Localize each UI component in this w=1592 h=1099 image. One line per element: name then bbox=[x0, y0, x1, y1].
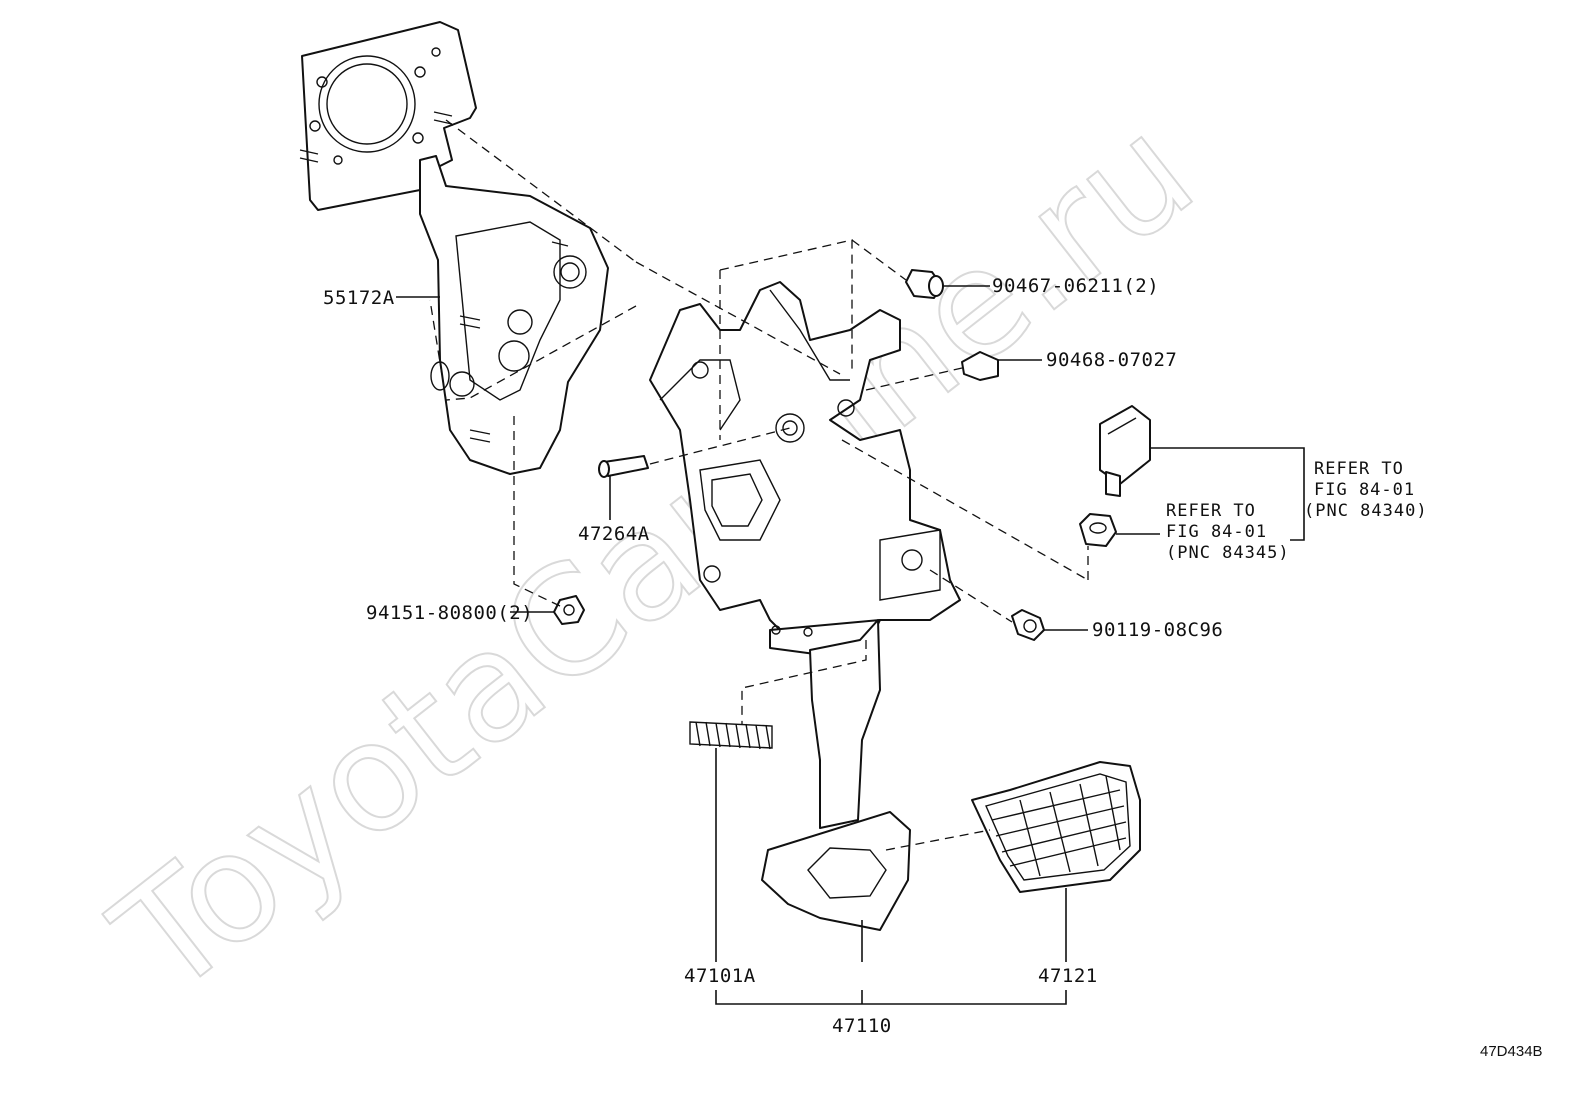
clip-small-icon[interactable] bbox=[961, 351, 999, 381]
bolt-icon[interactable] bbox=[1011, 609, 1045, 641]
label-94151-80800: 94151-80800(2) bbox=[366, 602, 533, 624]
reference-switch: REFER TO FIG 84-01 (PNC 84340) bbox=[1304, 459, 1428, 521]
label-47264a: 47264A bbox=[578, 523, 650, 545]
reference-cushion: REFER TO FIG 84-01 (PNC 84345) bbox=[1166, 501, 1290, 563]
figure-code: 47D434B bbox=[1480, 1043, 1543, 1060]
return-spring-icon[interactable] bbox=[689, 721, 773, 750]
ref-cushion-line2: FIG 84-01 bbox=[1166, 522, 1267, 542]
label-90468-07027: 90468-07027 bbox=[1046, 349, 1177, 371]
label-47121: 47121 bbox=[1038, 965, 1098, 987]
ref-cushion-line1: REFER TO bbox=[1166, 501, 1256, 521]
ref-switch-line3: (PNC 84340) bbox=[1304, 501, 1428, 521]
leader-lines bbox=[396, 285, 1305, 1005]
brake-pedal-icon[interactable] bbox=[761, 619, 911, 931]
switch-cushion-icon[interactable] bbox=[1079, 513, 1117, 547]
clip-icon[interactable] bbox=[905, 269, 944, 299]
label-55172a: 55172A bbox=[323, 287, 395, 309]
ref-switch-line1: REFER TO bbox=[1314, 459, 1404, 479]
pedal-pad-icon[interactable] bbox=[971, 761, 1141, 893]
label-47101a: 47101A bbox=[684, 965, 756, 987]
label-47110: 47110 bbox=[832, 1015, 892, 1037]
label-90119-08c96: 90119-08C96 bbox=[1092, 619, 1223, 641]
bracket-55172a-icon[interactable] bbox=[299, 21, 609, 475]
pin-icon[interactable] bbox=[598, 455, 649, 478]
ref-switch-line2: FIG 84-01 bbox=[1314, 480, 1415, 500]
pedal-bracket-icon bbox=[649, 281, 961, 661]
stop-lamp-switch-icon[interactable] bbox=[1099, 405, 1151, 497]
ref-cushion-line3: (PNC 84345) bbox=[1166, 543, 1290, 563]
label-90467-06211: 90467-06211(2) bbox=[992, 275, 1159, 297]
assembly-lines bbox=[429, 119, 1089, 851]
